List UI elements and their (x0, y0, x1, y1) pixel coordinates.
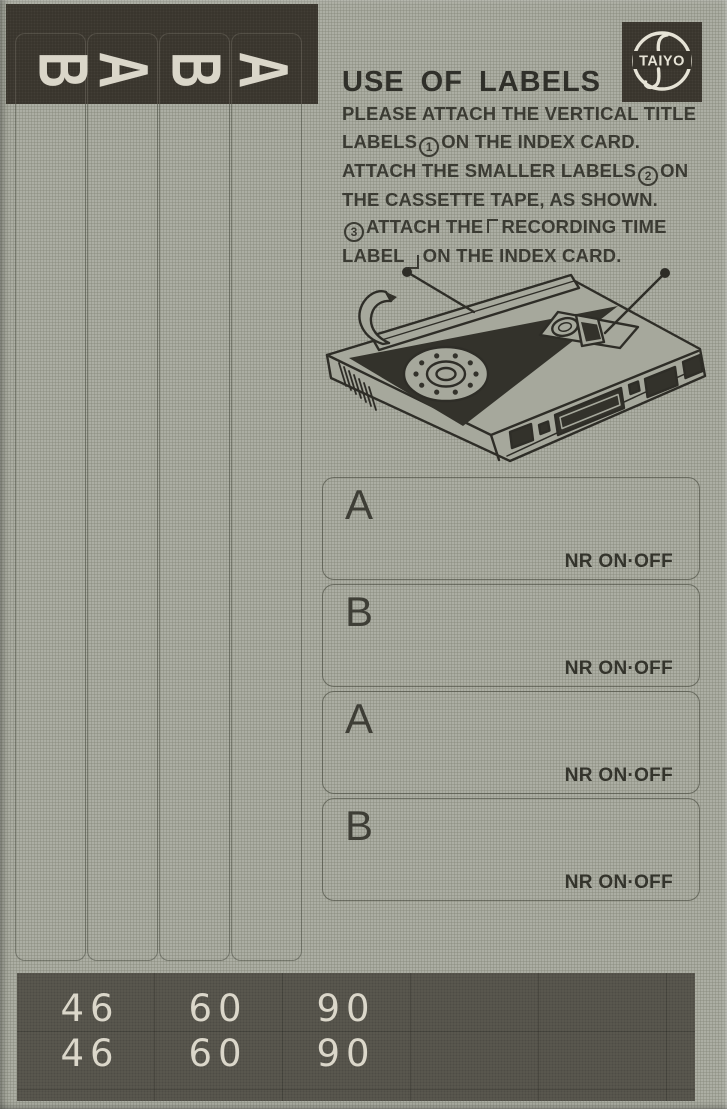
recording-time-row: 46 60 90 (26, 986, 410, 1031)
die-cut-line (17, 1031, 695, 1032)
die-cut-line (666, 973, 667, 1101)
index-label-box: B NR ON·OFF (322, 798, 700, 901)
instruction-text: RECORDING TIME (501, 216, 667, 237)
nr-on-off-text: NR ON·OFF (564, 551, 673, 572)
instruction-text: ON (660, 159, 689, 181)
cassette-illustration (325, 267, 707, 463)
index-label-box: B NR ON·OFF (322, 584, 700, 687)
recording-time-value: 60 (188, 1032, 248, 1075)
recording-time-panel: 46 60 90 46 60 90 (17, 973, 695, 1101)
circled-number-icon: 1 (419, 136, 440, 157)
title-strip (15, 104, 86, 961)
instruction-line: LABEL ON THE INDEX CARD. (342, 242, 696, 270)
circled-number-icon: 2 (638, 165, 659, 186)
title-strip (231, 104, 302, 961)
die-cut-line (538, 973, 539, 1101)
recording-time-value: 90 (316, 987, 376, 1030)
nr-on-off-text: NR ON·OFF (564, 765, 673, 786)
title-strip (159, 104, 230, 961)
instruction-text: ATTACH THE (366, 216, 484, 237)
index-label-box: A NR ON·OFF (322, 691, 700, 794)
instruction-text: LABEL (342, 245, 405, 266)
die-cut-line (154, 973, 155, 1101)
title-strip (87, 104, 158, 961)
label-side-letter: B (345, 802, 374, 849)
recording-time-row: 46 60 90 (26, 1031, 410, 1076)
recording-time-value: 46 (60, 987, 120, 1030)
instruction-text: LABELS (342, 130, 418, 152)
die-cut-line (17, 1089, 695, 1090)
instruction-text: ON THE INDEX CARD. (422, 245, 622, 266)
label-side-letter: A (345, 695, 374, 742)
recording-time-value: 60 (188, 987, 248, 1030)
label-side-letter: B (345, 588, 374, 635)
index-label-box: A NR ON·OFF (322, 477, 700, 580)
instruction-line: THE CASSETTE TAPE, AS SHOWN. (342, 186, 696, 214)
title-strip-top (159, 33, 230, 104)
instruction-text: PLEASE ATTACH THE VERTICAL TITLE (342, 103, 697, 124)
instruction-text: ON THE INDEX CARD. (441, 130, 641, 152)
die-cut-line (410, 973, 411, 1101)
corner-bracket-close-icon (407, 255, 419, 269)
corner-bracket-open-icon (487, 219, 499, 233)
circled-number-icon: 3 (344, 222, 364, 242)
taiyo-logo-mark: TAIYO (632, 31, 692, 91)
nr-on-off-text: NR ON·OFF (564, 872, 673, 893)
title-strip-top (15, 33, 86, 104)
nr-on-off-text: NR ON·OFF (564, 658, 673, 679)
recording-time-value: 46 (60, 1032, 120, 1075)
instruction-line: PLEASE ATTACH THE VERTICAL TITLE (342, 100, 696, 128)
taiyo-logo: TAIYO (622, 22, 702, 102)
title-strip-top (87, 33, 158, 104)
page-title: USE OF LABELS (342, 66, 602, 98)
title-strip-top (231, 33, 302, 104)
instruction-text: ATTACH THE SMALLER LABELS (342, 159, 637, 181)
logo-text: TAIYO (639, 54, 685, 70)
instruction-text: THE CASSETTE TAPE, AS SHOWN. (342, 188, 659, 210)
recording-time-value: 90 (316, 1032, 376, 1075)
die-cut-line (282, 973, 283, 1101)
label-side-letter: A (345, 481, 374, 528)
